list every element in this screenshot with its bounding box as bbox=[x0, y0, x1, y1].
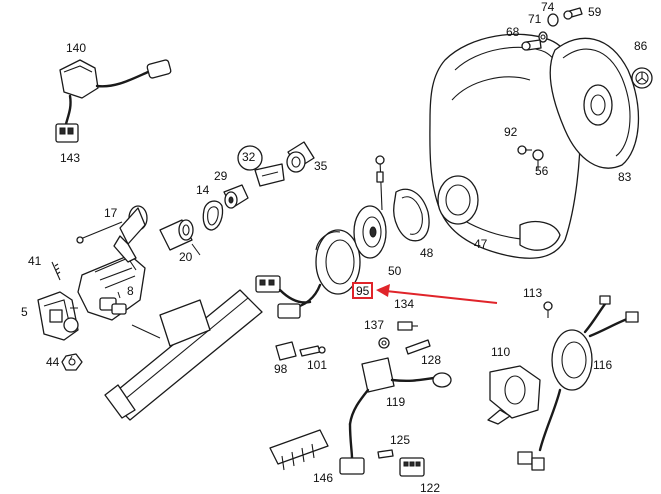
callout-128: 128 bbox=[421, 353, 442, 367]
callout-86: 86 bbox=[634, 39, 648, 53]
part-20-cylinder bbox=[159, 219, 194, 251]
part-50-disc bbox=[353, 155, 387, 259]
part-35-cylinder bbox=[286, 141, 315, 173]
part-41-pin bbox=[51, 261, 61, 281]
part-125-pin bbox=[377, 449, 394, 459]
callout-56: 56 bbox=[535, 164, 549, 178]
callout-92: 92 bbox=[504, 125, 518, 139]
steering-column-tube bbox=[104, 289, 263, 421]
callout-101: 101 bbox=[307, 358, 328, 372]
callout-44: 44 bbox=[46, 355, 60, 369]
callout-140: 140 bbox=[66, 41, 87, 55]
part-95-clock-spring bbox=[255, 229, 361, 319]
callout-59: 59 bbox=[588, 5, 602, 19]
callout-125: 125 bbox=[390, 433, 411, 447]
part-14-ring bbox=[202, 200, 224, 231]
callout-146: 146 bbox=[313, 471, 334, 485]
callout-8: 8 bbox=[127, 284, 134, 298]
part-113-screw bbox=[543, 301, 553, 318]
callout-113: 113 bbox=[523, 286, 543, 300]
callout-143: 143 bbox=[60, 151, 81, 165]
callout-95-highlighted: 95 bbox=[352, 282, 374, 299]
callout-50: 50 bbox=[388, 264, 402, 278]
part-44-nut bbox=[61, 353, 83, 371]
callout-122: 122 bbox=[420, 481, 441, 494]
callout-71: 71 bbox=[528, 12, 542, 26]
callout-41: 41 bbox=[28, 254, 42, 268]
part-48-ring bbox=[393, 188, 430, 242]
callout-48: 48 bbox=[420, 246, 434, 260]
callout-5: 5 bbox=[21, 305, 28, 319]
part-32-keys bbox=[237, 145, 285, 187]
part-137-washer bbox=[378, 337, 390, 349]
callout-134: 134 bbox=[394, 297, 415, 311]
part-119-switch-assembly bbox=[339, 357, 452, 475]
callout-32: 32 bbox=[242, 150, 256, 164]
callout-68: 68 bbox=[506, 25, 520, 39]
part-92-56-screws bbox=[517, 145, 544, 170]
part-98-connector bbox=[275, 341, 297, 361]
callout-119: 119 bbox=[386, 395, 406, 409]
callout-17: 17 bbox=[104, 206, 118, 220]
part-74-71-59-68-hardware bbox=[521, 7, 583, 51]
callout-83: 83 bbox=[618, 170, 632, 184]
part-146-connector-block bbox=[269, 429, 329, 471]
callout-110: 110 bbox=[491, 345, 511, 359]
callout-74: 74 bbox=[541, 0, 555, 14]
part-128-bolt bbox=[405, 339, 431, 355]
callout-29: 29 bbox=[214, 169, 228, 183]
part-5-switch bbox=[37, 291, 79, 341]
callout-35: 35 bbox=[314, 159, 328, 173]
part-17-lock-cylinder bbox=[76, 205, 148, 263]
part-83-airbag-cover bbox=[549, 37, 640, 169]
part-8-lock-housing bbox=[77, 254, 146, 321]
part-134-screw bbox=[397, 321, 418, 331]
part-86-emblem bbox=[631, 67, 653, 89]
callout-116: 116 bbox=[593, 358, 613, 372]
part-47-steering-wheel bbox=[429, 33, 581, 259]
part-110-bracket bbox=[487, 365, 541, 425]
leader-lines bbox=[69, 243, 201, 361]
part-101-pin bbox=[299, 345, 326, 357]
part-116-harness bbox=[517, 295, 639, 471]
part-140-connector bbox=[55, 59, 172, 143]
callout-20: 20 bbox=[179, 250, 193, 264]
part-29-lock-insert bbox=[223, 184, 249, 209]
callout-98: 98 bbox=[274, 362, 288, 376]
callout-137: 137 bbox=[364, 318, 385, 332]
callout-arrow-95 bbox=[376, 284, 498, 304]
part-122-connector bbox=[399, 457, 425, 477]
callout-14: 14 bbox=[196, 183, 210, 197]
callout-47: 47 bbox=[474, 237, 488, 251]
